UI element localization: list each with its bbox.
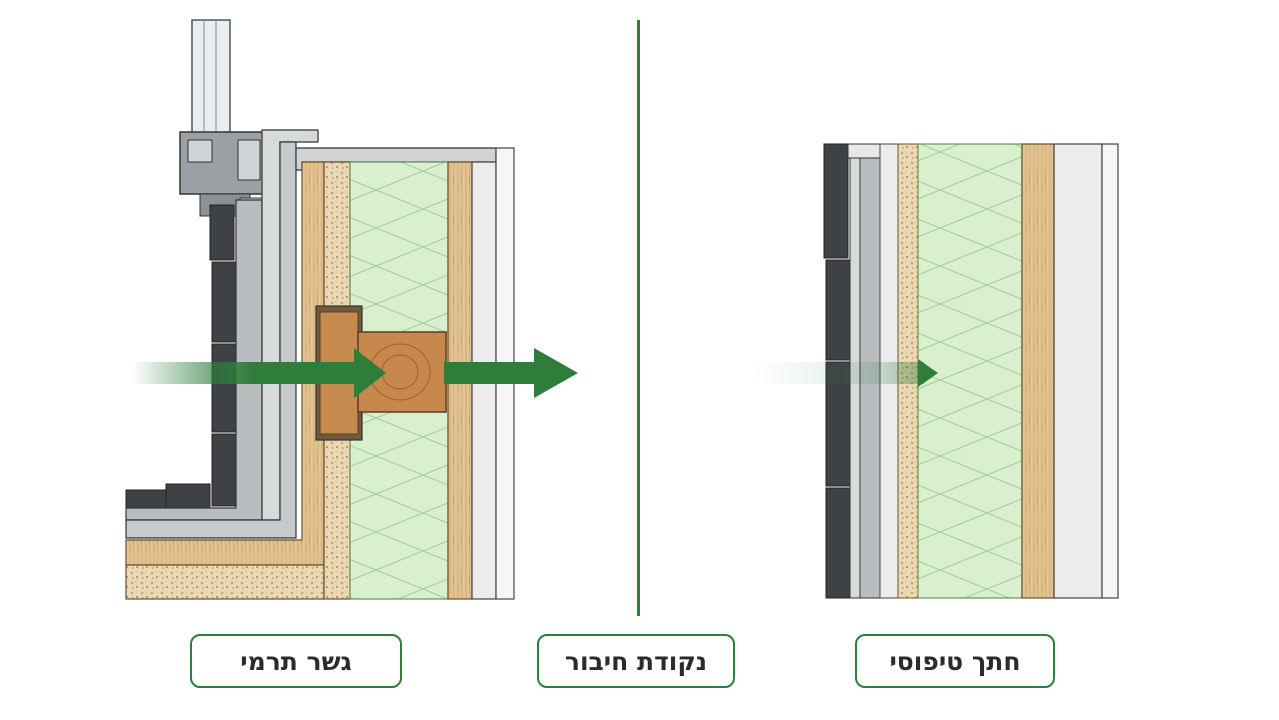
timber-stud — [1021, 143, 1055, 599]
gypsum-board — [1053, 143, 1103, 599]
thermal-bridge-section — [125, 19, 515, 600]
arrow-right-icon — [534, 348, 578, 398]
arrow-right-icon — [918, 359, 938, 387]
typical-section-label: חתך טיפוסי — [855, 634, 1055, 688]
reveal-frame — [125, 129, 319, 539]
bottom-osb-board — [125, 564, 325, 600]
thermal-bridge-label: גשר תרמי — [190, 634, 402, 688]
mineral-wool-insulation — [917, 143, 1023, 599]
connection-point-label: נקודת חיבור — [537, 634, 735, 688]
facade-cladding — [823, 143, 851, 599]
facade-cladding — [125, 204, 237, 513]
window-glazing — [191, 19, 231, 151]
heat-flow-arrow-typical — [752, 359, 938, 387]
arrow-right-icon — [354, 348, 386, 398]
section-divider — [637, 20, 640, 616]
interior-finish — [1101, 143, 1119, 599]
heat-flow-arrow-bridge — [132, 348, 578, 398]
top-clip — [847, 143, 881, 159]
